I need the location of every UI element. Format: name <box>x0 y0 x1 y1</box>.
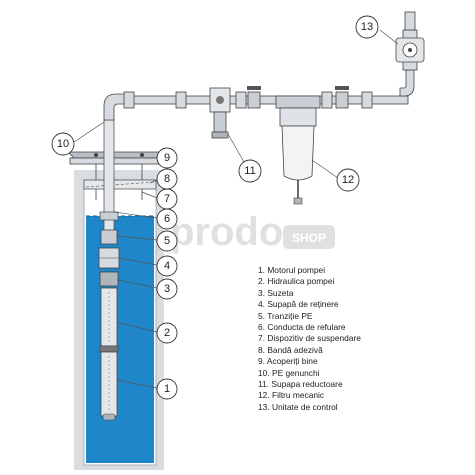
callout-11: 11 <box>238 159 262 183</box>
watermark: prodo SHOP <box>170 210 335 254</box>
mechanical-filter <box>275 95 321 205</box>
legend-item: 7Dispozitiv de suspendare <box>258 333 361 344</box>
legend-item: 10PE genunchi <box>258 368 361 379</box>
svg-text:11: 11 <box>244 165 255 177</box>
legend-item: 1Motorul pompei <box>258 265 361 276</box>
legend-item: 4Supapă de reținere <box>258 299 361 310</box>
legend-item: 6Conducta de refulare <box>258 322 361 333</box>
pump-suction <box>99 271 119 287</box>
callout-5: 5 <box>156 230 178 252</box>
legend-item: 11Supapa reductoare <box>258 379 361 390</box>
legend-item: 2Hidraulica pompei <box>258 276 361 287</box>
callout-13: 13 <box>355 15 379 39</box>
svg-text:8: 8 <box>164 173 170 185</box>
ball-valve-1 <box>247 86 261 109</box>
callouts: 1 2 3 4 5 6 7 8 <box>51 15 379 400</box>
svg-text:10: 10 <box>57 138 69 150</box>
callout-8: 8 <box>156 168 178 190</box>
svg-text:4: 4 <box>164 260 170 272</box>
submersible-pump <box>99 271 119 421</box>
legend-item: 5Tranziție PE <box>258 311 361 322</box>
callout-3: 3 <box>156 278 178 300</box>
watermark-brand: prodo <box>170 210 283 254</box>
check-valve <box>98 247 120 269</box>
svg-text:13: 13 <box>361 21 373 33</box>
callout-2: 2 <box>156 322 178 344</box>
callout-1: 1 <box>156 378 178 400</box>
ball-valve-2 <box>335 86 349 109</box>
svg-text:6: 6 <box>164 213 170 225</box>
svg-text:3: 3 <box>164 283 170 295</box>
legend-item: 3Suzeta <box>258 288 361 299</box>
svg-text:9: 9 <box>164 152 170 164</box>
legend-item: 12Filtru mecanic <box>258 390 361 401</box>
water-column <box>86 216 154 463</box>
callout-12: 12 <box>336 168 360 192</box>
legend: 1Motorul pompei 2Hidraulica pompei 3Suze… <box>258 265 361 413</box>
watermark-badge: SHOP <box>292 231 326 245</box>
surface-piping <box>103 11 418 121</box>
callout-7: 7 <box>156 188 178 210</box>
leader-lines <box>73 29 399 389</box>
callout-9: 9 <box>156 147 178 169</box>
svg-text:5: 5 <box>164 235 170 247</box>
pe-transition <box>100 229 118 245</box>
legend-item: 13Unitate de control <box>258 402 361 413</box>
svg-text:2: 2 <box>164 327 170 339</box>
suspension-device <box>83 164 157 200</box>
callout-6: 6 <box>156 208 178 230</box>
legend-item: 8Bandă adezivă <box>258 345 361 356</box>
svg-text:12: 12 <box>342 174 354 186</box>
callout-10: 10 <box>51 132 75 156</box>
svg-text:1: 1 <box>164 383 170 395</box>
callout-4: 4 <box>156 255 178 277</box>
pressure-reducing-valve <box>209 87 231 139</box>
svg-text:7: 7 <box>164 193 170 205</box>
legend-item: 9Acoperiți bine <box>258 356 361 367</box>
control-unit <box>395 37 425 63</box>
well-cover <box>67 151 171 165</box>
